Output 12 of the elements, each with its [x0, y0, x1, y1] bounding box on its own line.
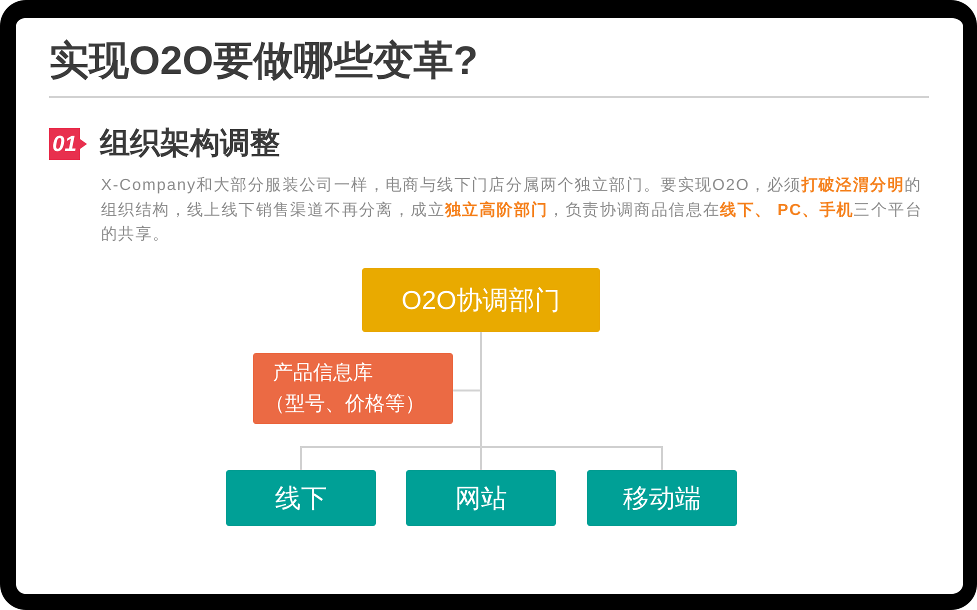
box-text: （型号、价格等）: [265, 392, 425, 416]
section-heading: 组织架构调整: [100, 126, 280, 162]
process-box: 移动端: [587, 470, 737, 526]
process-box: O2O协调部门: [362, 268, 600, 332]
slide-title: 实现O2O要做哪些变革?: [49, 38, 478, 85]
process-box: 线下: [226, 470, 376, 526]
process-box: 网站: [406, 470, 556, 526]
process-box: [253, 353, 453, 424]
connector-line: [480, 332, 663, 470]
number-badge: 01: [49, 128, 87, 160]
box-heading: 产品信息库: [273, 360, 373, 386]
body-paragraph: X-Company和大部分服装公司一样，电商与线下门店分属两个独立部门。要实现O2O，必须打破泾渭分明的组织结构，线上线下销售渠道不再分离，成立独立高阶部门，负责协调商品信息在线下、 PC、手机三个平台的共享。: [101, 176, 924, 245]
